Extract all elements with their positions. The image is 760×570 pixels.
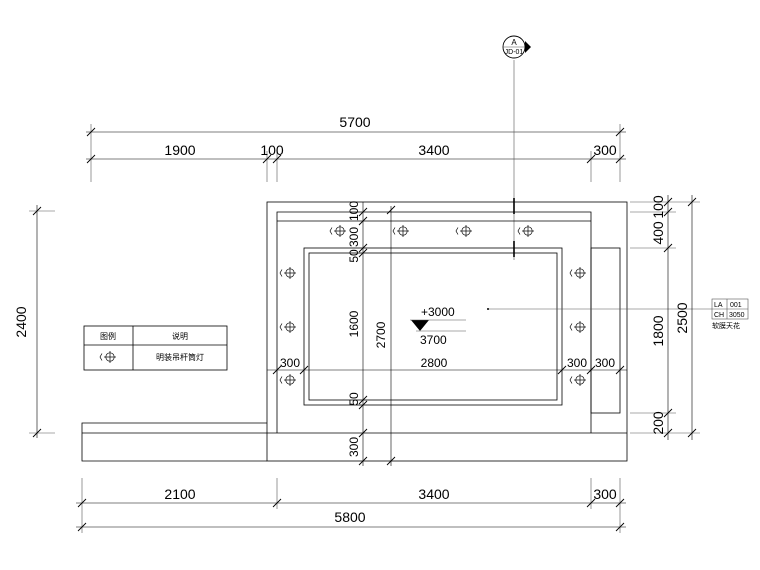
inner-h-1: 300 <box>280 356 300 370</box>
tag-description: 软膜天花 <box>712 321 740 330</box>
inner-v-overall: 2700 <box>374 321 388 348</box>
pendant-downlight-icon <box>455 224 473 238</box>
inner-vertical-dimensions: 100 300 50 1600 50 300 2700 <box>347 201 396 466</box>
bottom-seg-3: 300 <box>593 486 617 502</box>
pendant-downlight-icon <box>392 224 410 238</box>
inner-h-2: 2800 <box>421 356 448 370</box>
right-seg-3: 1800 <box>650 315 666 346</box>
pendant-downlight-icon <box>569 320 587 334</box>
top-dimension-segments: 1900 100 3400 300 <box>86 142 626 182</box>
right-dimension-segments: 100 400 1800 200 <box>630 195 700 440</box>
pendant-downlight-icon <box>279 320 297 334</box>
right-seg-1: 100 <box>650 195 666 219</box>
tag-row2-code: CH <box>714 312 724 319</box>
right-seg-4: 200 <box>650 411 666 435</box>
level-triangle-icon <box>411 320 429 331</box>
section-marker-letter: A <box>511 38 517 47</box>
section-marker: A JD-01 <box>502 35 531 260</box>
pendant-downlight-icon <box>279 266 297 280</box>
level-elevation: +3000 <box>421 305 455 319</box>
pendant-downlight-icon <box>329 224 347 238</box>
pendant-downlight-icon <box>569 266 587 280</box>
right-seg-2: 400 <box>650 221 666 245</box>
left-dimension: 2400 <box>13 205 55 438</box>
level-value: 3700 <box>420 333 447 347</box>
tag-row1-num: 001 <box>730 302 742 309</box>
inner-v-1: 100 <box>347 201 361 221</box>
legend-table: 图例 说明 明装吊杆筒灯 <box>83 325 228 371</box>
inner-v-3: 50 <box>347 249 361 263</box>
right-overall-label: 2500 <box>674 302 690 333</box>
inner-v-6: 300 <box>347 437 361 457</box>
inner-v-2: 300 <box>347 227 361 247</box>
bottom-dimension-overall: 5800 <box>76 509 626 532</box>
inner-horizontal-dimensions: 300 2800 300 300 <box>267 356 627 375</box>
top-seg-1: 1900 <box>164 142 195 158</box>
bottom-overall-label: 5800 <box>334 509 365 525</box>
material-tag: LA 001 CH 3050 软膜天花 <box>487 298 749 330</box>
bottom-seg-1: 2100 <box>164 486 195 502</box>
inner-v-5: 50 <box>347 392 361 406</box>
legend-item-description: 明装吊杆筒灯 <box>156 352 204 362</box>
pendant-downlight-icon <box>99 350 117 364</box>
inner-h-4: 300 <box>595 356 615 370</box>
tag-row2-num: 3050 <box>729 312 745 319</box>
legend-header-description: 说明 <box>172 331 188 341</box>
bottom-dimension-segments: 2100 3400 300 <box>76 478 626 533</box>
right-dimension-overall: 2500 <box>674 195 697 440</box>
inner-v-4: 1600 <box>347 310 361 337</box>
top-overall-label: 5700 <box>339 114 370 130</box>
section-marker-code: JD-01 <box>505 49 524 56</box>
pendant-downlight-icon <box>569 373 587 387</box>
top-seg-4: 300 <box>593 142 617 158</box>
plan-outline <box>81 201 628 462</box>
left-overall-label: 2400 <box>13 306 29 337</box>
level-marker: +3000 3700 <box>410 305 466 347</box>
top-seg-2: 100 <box>260 142 284 158</box>
pendant-downlight-icon <box>517 224 535 238</box>
inner-h-3: 300 <box>567 356 587 370</box>
tag-row1-code: LA <box>714 302 723 309</box>
top-seg-3: 3400 <box>418 142 449 158</box>
bottom-seg-2: 3400 <box>418 486 449 502</box>
pendant-downlight-icon <box>279 373 297 387</box>
legend-header-symbol: 图例 <box>100 331 116 341</box>
top-dimension-overall: 5700 <box>86 114 626 182</box>
